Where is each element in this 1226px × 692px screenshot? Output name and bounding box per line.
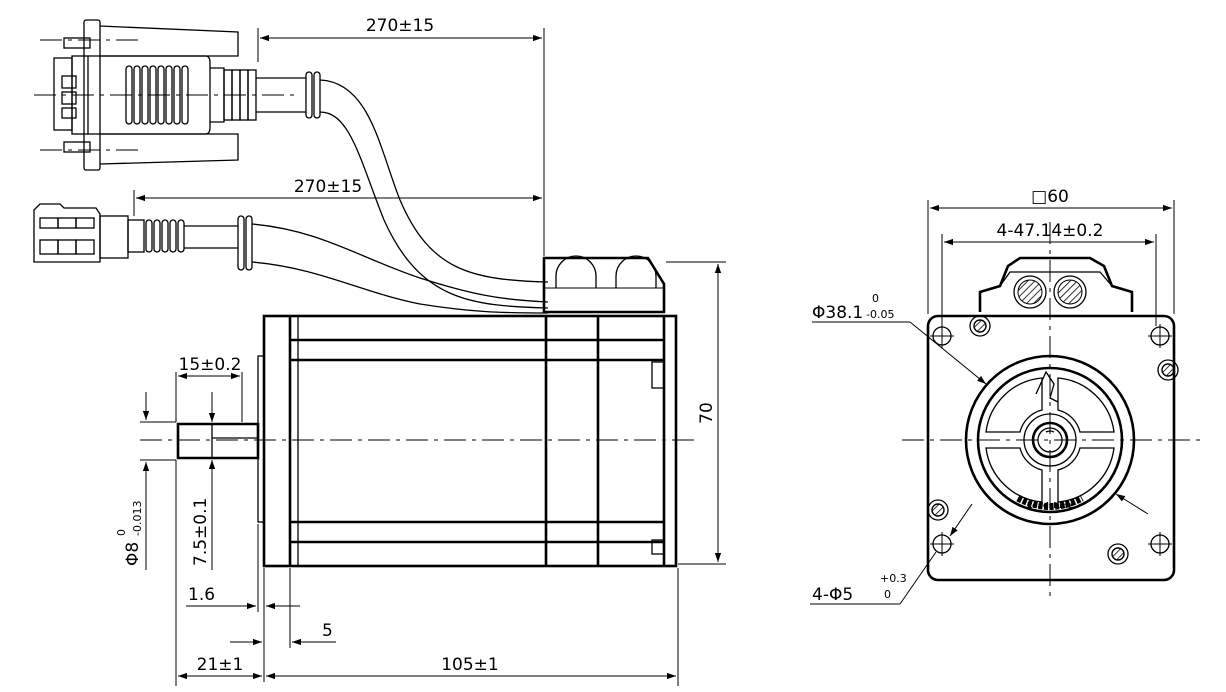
dim-label: 105±1 — [441, 655, 499, 675]
dim-flange-square: □60 — [927, 187, 1175, 314]
dim-shaft-length: 15±0.2 — [175, 355, 243, 422]
dim-label: 4-47.14±0.2 — [997, 221, 1104, 241]
dim-shaft-diameter: Φ8 0 -0.013 — [115, 392, 176, 570]
dim-label: 7.5±0.1 — [191, 498, 211, 566]
dim-cable-upper: 270±15 — [257, 16, 545, 256]
mounting-holes — [930, 324, 1172, 556]
dim-label: 5 — [322, 621, 333, 641]
dim-mount-holes: 4-Φ5 +0.3 0 — [810, 503, 973, 605]
dim-label: 270±15 — [366, 16, 434, 36]
dim-label: Φ8 — [123, 542, 143, 566]
dim-tol-upper: +0.3 — [880, 572, 907, 585]
dim-label: 270±15 — [294, 177, 362, 197]
dim-label: Φ38.1 — [812, 303, 863, 323]
dim-body-height: 70 — [666, 261, 726, 565]
dim-flange-thickness: 5 — [230, 568, 336, 648]
side-view: 270±15 270±15 70 15±0.2 — [33, 16, 726, 686]
dim-label: 70 — [697, 402, 717, 424]
dim-label: 21±1 — [197, 655, 244, 675]
screws — [927, 315, 1179, 565]
dim-tol-lower: 0 — [884, 588, 891, 601]
dim-tol-upper: 0 — [872, 292, 879, 305]
dim-tol-lower: -0.013 — [131, 501, 144, 536]
dim-shaft-flat: 7.5±0.1 — [191, 460, 216, 570]
dim-cable-lower: 270±15 — [133, 177, 542, 216]
motor-body — [257, 314, 678, 568]
dim-label: 15±0.2 — [179, 355, 242, 375]
dim-hole-pitch: 4-47.14±0.2 — [941, 221, 1157, 326]
dim-label: 1.6 — [188, 585, 215, 605]
front-flange — [926, 314, 1176, 582]
dim-tol-upper: 0 — [115, 529, 128, 536]
front-cable-outlet — [978, 256, 1134, 312]
dim-pilot-diameter: Φ38.1 0 -0.05 — [812, 292, 1149, 515]
front-view: Leadshine □60 4-47.14±0.2 Φ38.1 0 -0.05 — [810, 187, 1200, 605]
cable-outlet — [542, 255, 666, 314]
dim-label: 4-Φ5 — [812, 585, 853, 605]
motor-shaft — [176, 422, 260, 460]
dim-label: □60 — [1031, 187, 1069, 207]
dim-overall: 21±1 105±1 — [175, 460, 679, 686]
power-connector — [33, 203, 253, 271]
dim-tol-lower: -0.05 — [866, 308, 894, 321]
dim-pilot-thickness: 1.6 — [186, 524, 300, 682]
encoder-connector — [34, 19, 321, 171]
